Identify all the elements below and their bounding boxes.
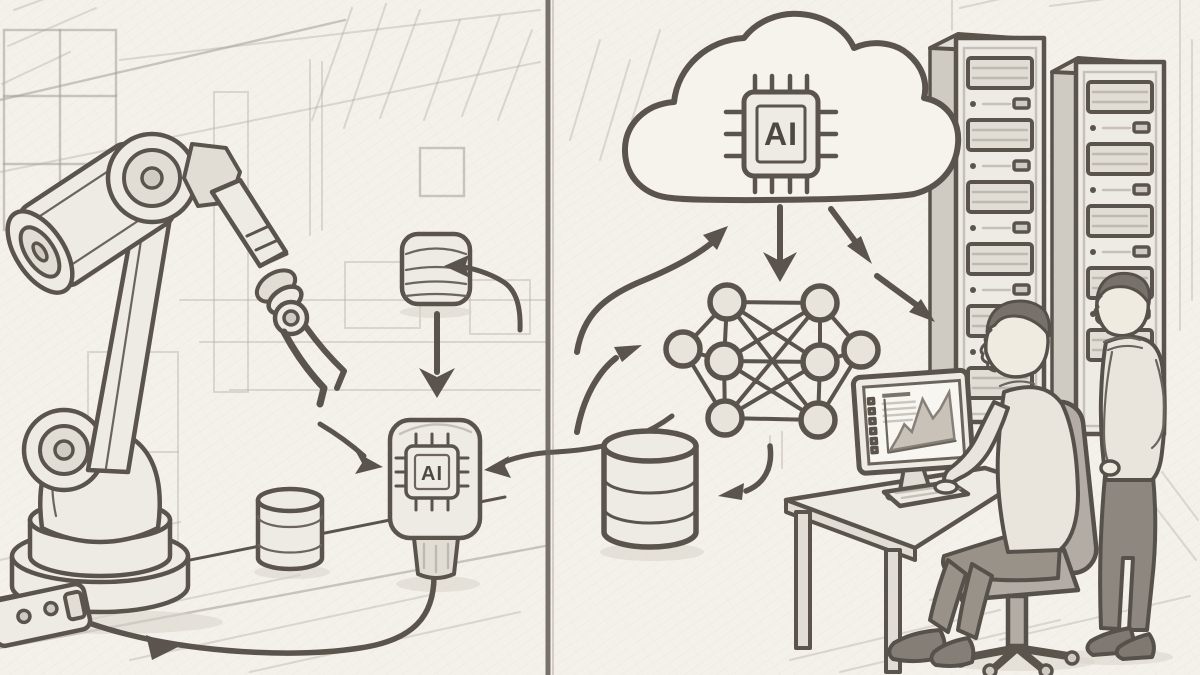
cloud-ai-chip-icon: AI (723, 73, 839, 195)
arrow-left-to-neural-net (574, 345, 642, 435)
neural-network-nodes (663, 282, 881, 440)
industrial-robot-arm-icon (5, 131, 347, 615)
neural-network-icon (663, 282, 881, 440)
arrow-neural-net-to-database (718, 443, 774, 500)
wall-background-right (569, 0, 1193, 471)
arrow-robot-to-adapter (317, 421, 383, 474)
arrow-left-database-to-adapter (419, 311, 455, 398)
cloud-chip-label: AI (764, 116, 798, 152)
wall-socket-icon (0, 581, 93, 649)
ai-adapter-icon: AI (387, 417, 483, 580)
parts-canister-icon (255, 486, 325, 572)
cable-flow-arrowhead (146, 635, 178, 660)
arrow-cloud-to-workstation (828, 206, 935, 322)
cloud-icon: AI (621, 10, 962, 204)
seated-analyst (887, 299, 1080, 668)
edge-ai-chip-icon: AI (394, 432, 470, 512)
arrow-left-to-cloud (574, 226, 728, 355)
monitor-area-chart-icon (866, 388, 957, 455)
standing-observer (1085, 271, 1167, 661)
edge-chip-label: AI (421, 463, 443, 485)
power-cable (89, 573, 437, 660)
right-database-icon (600, 428, 704, 561)
panel-divider (545, 0, 554, 675)
arrow-cloud-to-neural-net (763, 204, 797, 282)
arrow-loop-to-left-database (444, 255, 523, 333)
